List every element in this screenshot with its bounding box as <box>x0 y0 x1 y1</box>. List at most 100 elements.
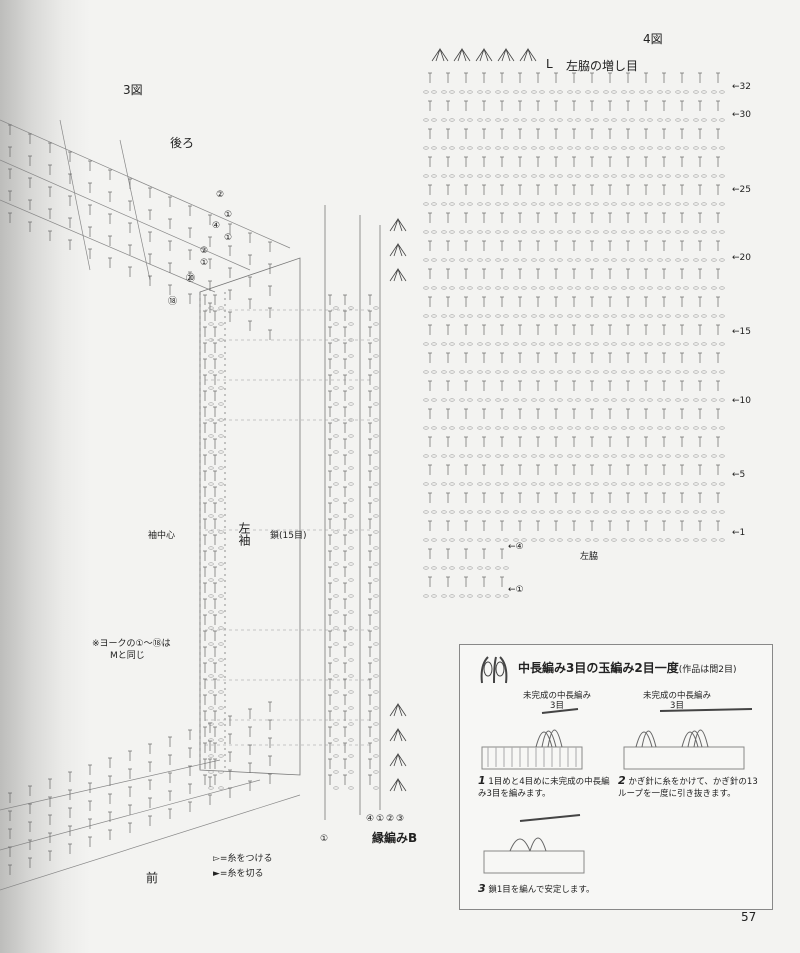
stitch-symbol <box>662 72 666 83</box>
stitch-symbol <box>554 156 558 167</box>
chain-symbol <box>549 538 555 542</box>
chain-symbol <box>208 530 214 534</box>
chain-symbol <box>531 118 537 122</box>
chain-symbol <box>485 118 491 122</box>
chain-symbol <box>711 538 717 542</box>
stitch-symbol <box>343 710 347 721</box>
stitch-symbol <box>698 100 702 111</box>
chain-symbol <box>485 146 491 150</box>
stitch-symbol <box>500 464 504 475</box>
chain-symbol <box>449 482 455 486</box>
stitch-symbol <box>644 240 648 251</box>
front-label: 前 <box>146 871 159 885</box>
chain-symbol <box>549 118 555 122</box>
stitch-symbol <box>48 208 52 219</box>
chain-symbol <box>693 510 699 514</box>
chain-symbol <box>665 426 671 430</box>
chain-symbol <box>431 398 437 402</box>
stitch-symbol <box>662 268 666 279</box>
chain-symbol <box>495 118 501 122</box>
chain-symbol <box>719 90 725 94</box>
stitch-symbol <box>482 156 486 167</box>
chain-symbol <box>549 90 555 94</box>
stitch-symbol <box>662 100 666 111</box>
chain-symbol <box>333 450 339 454</box>
stitch-symbol <box>148 209 152 220</box>
chain-symbol <box>423 594 429 598</box>
chain-symbol <box>603 398 609 402</box>
chain-symbol <box>639 370 645 374</box>
stitch-symbol <box>213 470 217 481</box>
chain-symbol <box>611 258 617 262</box>
stitch-symbol <box>228 245 232 256</box>
stitch-symbol <box>213 726 217 737</box>
stitch-symbol <box>213 742 217 753</box>
stitch-symbol <box>536 240 540 251</box>
chain-symbol <box>218 546 224 550</box>
stitch-symbol <box>368 438 372 449</box>
chain-symbol <box>603 258 609 262</box>
stitch-symbol <box>48 142 52 153</box>
chain-symbol <box>333 498 339 502</box>
chain-symbol <box>539 202 545 206</box>
stitch-symbol <box>213 678 217 689</box>
stitch-symbol <box>203 518 207 529</box>
chain-symbol <box>373 578 379 582</box>
stitch-symbol <box>590 380 594 391</box>
stitch-symbol <box>328 422 332 433</box>
chain-symbol <box>441 454 447 458</box>
stitch-symbol <box>518 380 522 391</box>
chain-symbol <box>593 398 599 402</box>
chain-symbol <box>513 370 519 374</box>
chain-symbol <box>513 90 519 94</box>
stitch-symbol <box>428 576 432 587</box>
chain-symbol <box>647 90 653 94</box>
chain-symbol <box>333 530 339 534</box>
stitch-symbol <box>482 268 486 279</box>
chain-symbol <box>719 342 725 346</box>
stitch-symbol <box>328 758 332 769</box>
stitch-symbol <box>213 630 217 641</box>
page-gutter-shadow <box>0 0 90 953</box>
chain-symbol <box>665 454 671 458</box>
stitch-symbol <box>213 758 217 769</box>
chain-symbol <box>467 118 473 122</box>
chain-symbol <box>639 426 645 430</box>
chain-symbol <box>719 398 725 402</box>
stitch-symbol <box>644 156 648 167</box>
chain-symbol <box>373 482 379 486</box>
stitch-symbol <box>368 342 372 353</box>
stitch-symbol <box>608 352 612 363</box>
stitch-symbol <box>203 630 207 641</box>
stitch-symbol <box>590 464 594 475</box>
chain-symbol <box>441 202 447 206</box>
stitch-symbol <box>108 757 112 768</box>
left-marker: ←① <box>508 585 524 595</box>
stitch-symbol <box>446 128 450 139</box>
chain-symbol <box>513 258 519 262</box>
chain-symbol <box>423 146 429 150</box>
stitch-symbol <box>572 212 576 223</box>
stitch-symbol <box>428 184 432 195</box>
chain-symbol <box>711 314 717 318</box>
chain-symbol <box>611 342 617 346</box>
stitch-symbol <box>228 267 232 278</box>
stitch-symbol <box>213 454 217 465</box>
stitch-symbol <box>188 205 192 216</box>
chain-symbol <box>208 418 214 422</box>
stitch-symbol <box>343 630 347 641</box>
stitch-symbol <box>203 598 207 609</box>
chain-symbol <box>567 510 573 514</box>
stitch-symbol <box>608 296 612 307</box>
chain-symbol <box>701 258 707 262</box>
stitch-symbol <box>464 268 468 279</box>
stitch-symbol <box>662 156 666 167</box>
chain-symbol <box>423 314 429 318</box>
chain-symbol <box>603 454 609 458</box>
chain-symbol <box>603 370 609 374</box>
chain-symbol <box>585 118 591 122</box>
chain-symbol <box>373 434 379 438</box>
chain-symbol <box>603 90 609 94</box>
chain-symbol <box>208 546 214 550</box>
stitch-symbol <box>698 520 702 531</box>
